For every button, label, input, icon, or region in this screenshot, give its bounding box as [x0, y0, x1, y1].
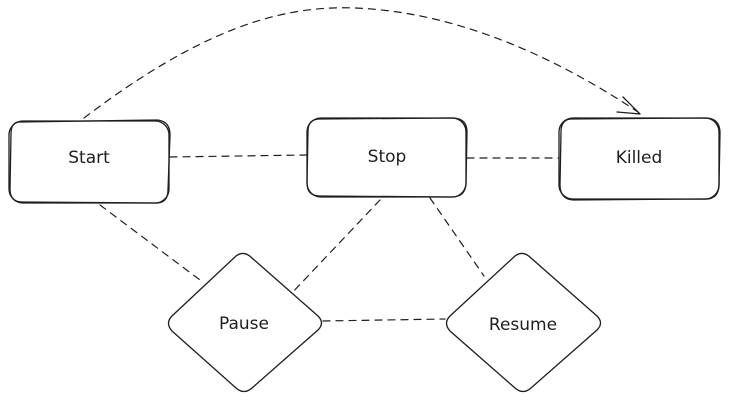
node-pause-label: Pause [219, 314, 269, 334]
node-stop[interactable]: Stop [306, 117, 468, 198]
edge-stop-resume [429, 197, 485, 277]
node-pause-diamond [167, 252, 323, 393]
node-resume-diamond [445, 252, 602, 393]
node-stop-sketch-stroke [306, 117, 468, 198]
node-resume[interactable]: Resume [445, 252, 602, 393]
edge-stop-pause [289, 199, 381, 296]
node-start-label: Start [68, 148, 110, 168]
node-killed-sketch-stroke [559, 117, 721, 201]
node-killed-label: Killed [616, 148, 663, 168]
edge-start-killed [83, 7, 639, 119]
edge-pause-resume [322, 318, 446, 322]
node-pause[interactable]: Pause [167, 252, 323, 393]
edge-start-killed-arrowhead [616, 96, 641, 115]
edge-start-stop [169, 154, 307, 158]
node-start-sketch-stroke [9, 119, 171, 204]
node-start[interactable]: Start [8, 119, 171, 204]
node-resume-label: Resume [489, 315, 557, 335]
node-stop-label: Stop [368, 147, 407, 167]
edge-start-pause [99, 204, 201, 281]
node-killed[interactable]: Killed [558, 117, 721, 201]
